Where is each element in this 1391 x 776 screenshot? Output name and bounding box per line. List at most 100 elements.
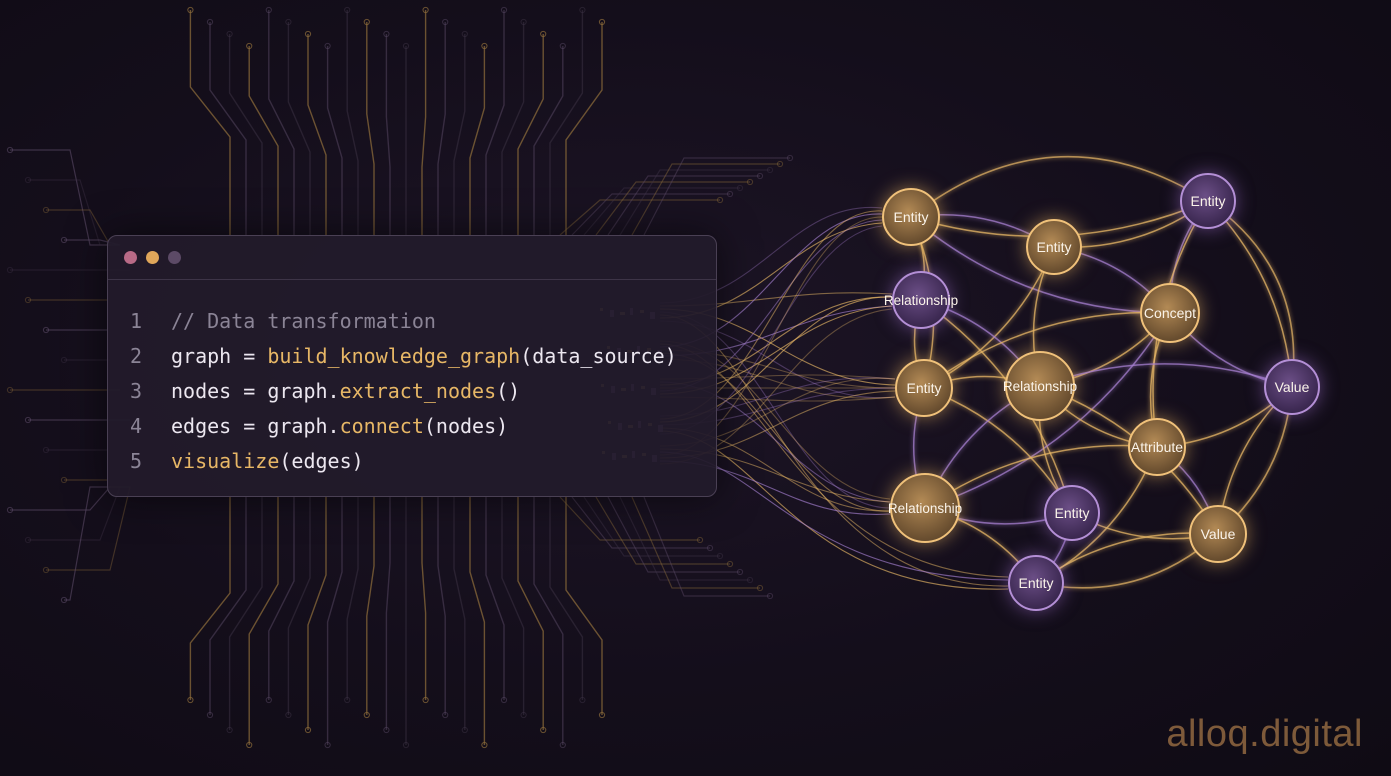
minimize-window-dot[interactable] [146, 251, 159, 264]
circuit-pad [324, 42, 331, 50]
code-token: build_knowledge_graph [267, 344, 521, 368]
graph-node-value[interactable]: Value [1189, 505, 1247, 563]
circuit-trace [307, 34, 327, 235]
circuit-pad [24, 536, 32, 544]
circuit-pad [726, 190, 734, 198]
circuit-trace [469, 497, 486, 745]
circuit-pad [756, 584, 764, 592]
circuit-trace [533, 497, 564, 745]
circuit-pad [285, 18, 292, 26]
circuit-trace [583, 496, 720, 557]
circuit-trace [10, 149, 107, 246]
circuit-pad [716, 552, 724, 560]
circuit-pad [6, 386, 14, 394]
graph-node-relationship[interactable]: Relationship [888, 473, 962, 543]
graph-outer-arc [910, 155, 1209, 218]
circuit-pad [187, 696, 194, 704]
code-token: (nodes) [423, 414, 509, 438]
graph-node-concept[interactable]: Concept [1140, 283, 1200, 343]
circuit-trace [437, 497, 446, 715]
watermark-logo: alloq.digital [1166, 713, 1363, 755]
circuit-pad [422, 696, 429, 704]
circuit-pad [6, 266, 14, 274]
circuit-pad [500, 6, 508, 14]
circuit-trace [501, 22, 525, 235]
code-token: () [496, 379, 521, 403]
graph-node-entity[interactable]: Entity [895, 359, 953, 417]
circuit-pad [736, 184, 744, 192]
graph-node-entity[interactable]: Entity [1180, 173, 1236, 229]
circuit-trace [583, 187, 740, 236]
graph-node-relationship[interactable]: Relationship [884, 271, 958, 329]
circuit-trace [437, 22, 446, 235]
circuit-pad [60, 356, 68, 364]
graph-outer-arc [1207, 200, 1295, 388]
circuit-trace [549, 497, 584, 700]
circuit-pad [756, 172, 764, 180]
graph-node-relationship[interactable]: Relationship [1003, 351, 1077, 421]
circuit-trace [631, 163, 780, 236]
circuit-pad [226, 726, 233, 734]
circuit-pad [265, 696, 272, 704]
circuit-trace [189, 497, 231, 700]
circuit-pad [461, 30, 468, 38]
circuit-trace [209, 22, 247, 235]
circuit-trace [385, 497, 391, 730]
circuit-pad [402, 42, 410, 50]
circuit-pad [42, 446, 50, 454]
circuit-pad [383, 726, 390, 734]
close-window-dot[interactable] [124, 251, 137, 264]
circuit-pad [24, 176, 32, 184]
circuit-pad [766, 166, 774, 174]
circuit-pad [461, 726, 468, 734]
code-token: nodes = graph. [171, 379, 340, 403]
circuit-pad [746, 178, 754, 186]
circuit-pad [481, 42, 488, 50]
line-number: 4 [130, 414, 143, 438]
graph-node-entity[interactable]: Entity [1008, 555, 1064, 611]
circuit-trace [228, 497, 263, 730]
circuit-pad [206, 711, 214, 719]
maximize-window-dot[interactable] [168, 251, 181, 264]
circuit-trace [559, 199, 720, 236]
circuit-trace [287, 497, 311, 715]
graph-node-entity[interactable]: Entity [1026, 219, 1082, 275]
circuit-pad [6, 506, 14, 514]
circuit-trace [209, 497, 247, 715]
circuit-pad [540, 726, 547, 734]
graph-node-entity[interactable]: Entity [882, 188, 940, 246]
graph-node-entity[interactable]: Entity [1044, 485, 1100, 541]
circuit-pad [746, 576, 754, 584]
circuit-trace [607, 175, 760, 236]
circuit-trace [307, 497, 327, 730]
circuit-pad [786, 154, 794, 162]
circuit-pad [24, 416, 32, 424]
circuit-trace [549, 10, 584, 235]
circuit-pad [402, 741, 410, 749]
graph-node-value[interactable]: Value [1264, 359, 1320, 415]
circuit-pad [442, 711, 449, 719]
code-token: extract_nodes [339, 379, 497, 403]
circuit-trace [366, 497, 375, 715]
circuit-pad [726, 560, 734, 568]
editor-titlebar [108, 236, 716, 280]
circuit-trace [533, 46, 564, 235]
circuit-pad [363, 18, 370, 26]
line-number: 1 [130, 309, 143, 333]
circuit-pad [6, 146, 14, 154]
circuit-pad [304, 30, 312, 38]
circuit-pad [598, 18, 606, 26]
circuit-trace [366, 22, 375, 235]
circuit-trace [326, 46, 343, 235]
circuit-pad [579, 6, 586, 14]
graph-node-attribute[interactable]: Attribute [1128, 418, 1186, 476]
circuit-pad [344, 696, 351, 704]
circuit-trace [421, 10, 427, 235]
circuit-pad [736, 568, 744, 576]
circuit-trace [607, 496, 740, 573]
circuit-trace [346, 10, 359, 235]
